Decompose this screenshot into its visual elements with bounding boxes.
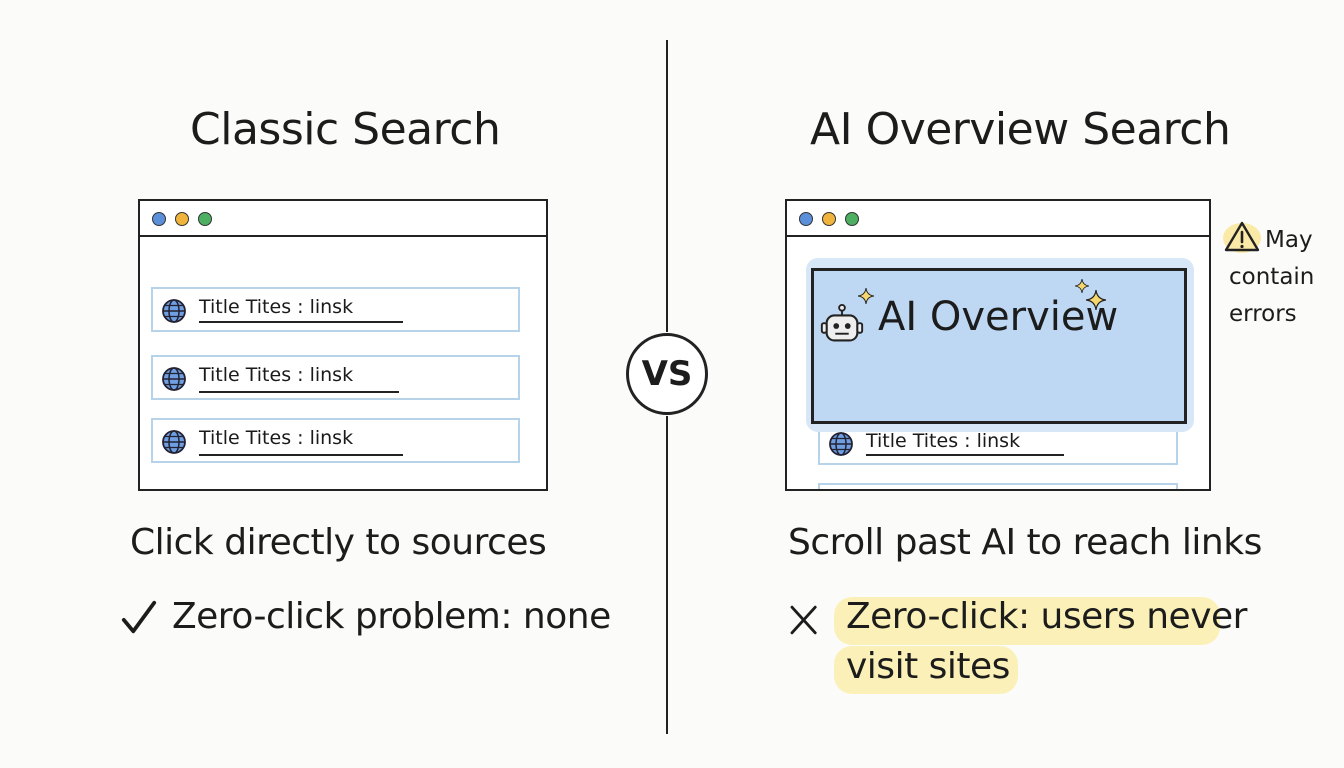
cross-icon <box>790 605 817 635</box>
vs-label: VS <box>641 354 693 394</box>
window-dot-blue <box>799 212 813 226</box>
window-dot-green <box>845 212 859 226</box>
window-dot-blue <box>152 212 166 226</box>
globe-icon <box>162 367 186 391</box>
ai-overview-search-heading: AI Overview Search <box>810 104 1231 155</box>
search-result[interactable]: Title Tites : linsk <box>151 355 520 400</box>
result-underline <box>199 321 403 323</box>
warning-icon <box>1223 221 1261 253</box>
search-result-partial[interactable] <box>818 483 1178 489</box>
globe-icon <box>829 432 853 456</box>
warning-line-3: errors <box>1229 301 1297 327</box>
ai-zero-click-status-line-1: Zero-click: users never <box>846 596 1247 637</box>
warning-line-2: contain <box>1229 264 1315 290</box>
search-result[interactable]: Title Tites : linsk <box>151 287 520 332</box>
window-dot-green <box>198 212 212 226</box>
ai-overview-title: AI Overview <box>878 294 1119 340</box>
result-title[interactable]: Title Tites : linsk <box>199 296 354 318</box>
center-divider-lower <box>666 416 668 734</box>
classic-search-heading: Classic Search <box>190 104 501 155</box>
result-title[interactable]: Title Tites : linsk <box>199 364 354 386</box>
result-title[interactable]: Title Tites : linsk <box>199 427 354 449</box>
globe-icon <box>162 299 186 323</box>
result-underline <box>199 391 399 393</box>
result-underline <box>199 454 403 456</box>
result-underline <box>866 454 1064 456</box>
browser-titlebar <box>140 201 546 237</box>
robot-icon <box>820 303 864 342</box>
center-divider <box>666 40 668 332</box>
ai-caption: Scroll past AI to reach links <box>788 522 1262 563</box>
ai-zero-click-status-line-2: visit sites <box>846 646 1010 687</box>
window-dot-yellow <box>175 212 189 226</box>
highlight-band <box>834 597 1220 645</box>
classic-zero-click-status: Zero-click problem: none <box>172 596 611 637</box>
result-title[interactable]: Title Tites : linsk <box>866 430 1021 452</box>
classic-browser-window: Title Tites : linsk Title Tites : linsk … <box>138 199 548 491</box>
ai-overview-panel <box>811 268 1187 424</box>
browser-titlebar <box>787 201 1209 237</box>
vs-badge: VS <box>626 333 708 415</box>
sparkle-icon <box>1075 279 1089 293</box>
search-result[interactable]: Title Tites : linsk <box>151 418 520 463</box>
warning-line-1: May <box>1265 227 1313 253</box>
window-dot-yellow <box>822 212 836 226</box>
classic-caption: Click directly to sources <box>130 522 547 563</box>
sparkle-icon <box>1086 290 1106 310</box>
check-icon <box>121 600 157 634</box>
sparkle-icon <box>858 288 874 304</box>
globe-icon <box>162 430 186 454</box>
highlight-band <box>834 646 1018 694</box>
